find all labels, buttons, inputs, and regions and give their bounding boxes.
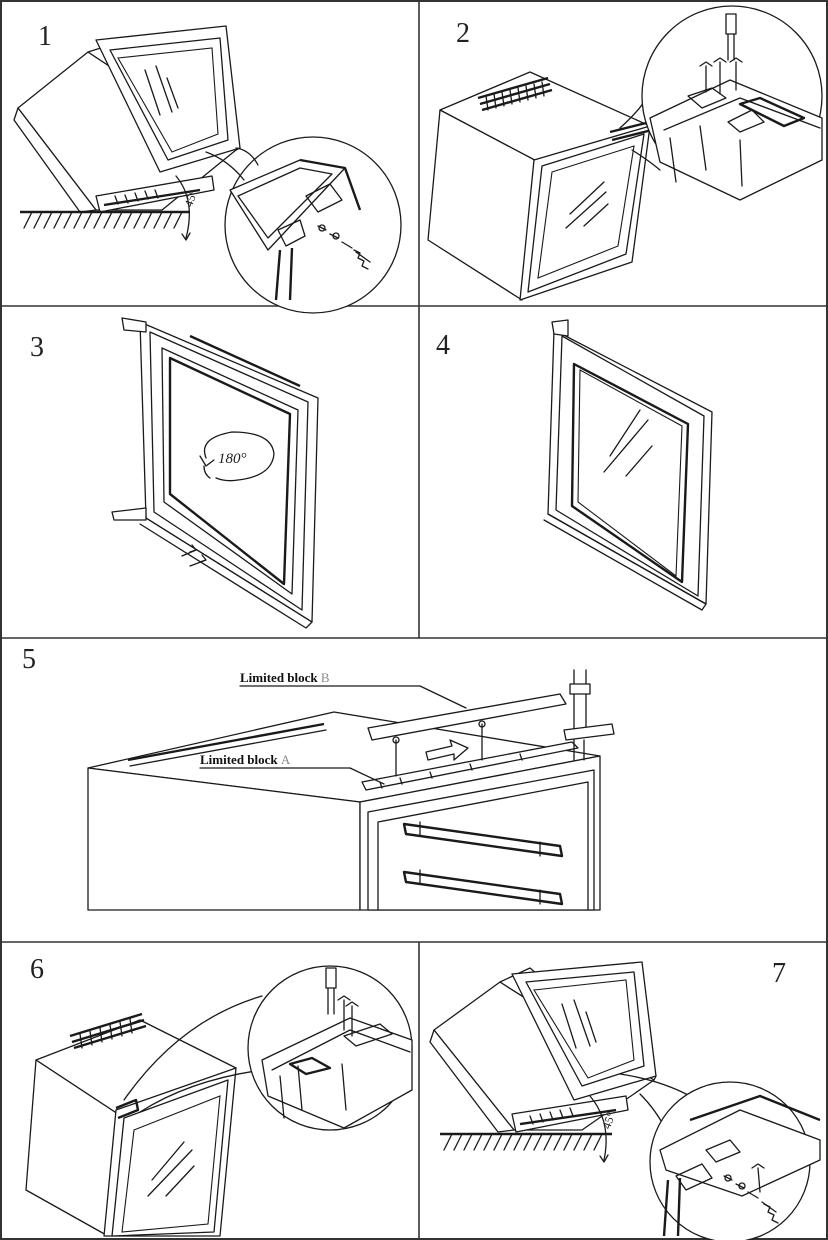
tilted-cooler-illustration <box>13 25 241 213</box>
svg-text:Limited block A: Limited block A <box>200 752 291 767</box>
upright-cooler-illustration <box>427 71 654 301</box>
step-5-panel: 5 <box>22 644 615 911</box>
top-hinge-detail-callout <box>619 5 823 201</box>
angle-indicator: 45° <box>175 175 200 241</box>
step-5-number: 5 <box>22 644 36 675</box>
step-1-panel: 1 45° <box>13 21 402 314</box>
step-6-number: 6 <box>30 954 44 985</box>
angle-label: 45° <box>181 188 200 209</box>
door-rotation-illustration <box>111 317 319 629</box>
hinge-detail-callout-7 <box>619 1073 821 1240</box>
label-a-suffix: A <box>281 752 291 767</box>
label-b-text: Limited block <box>240 670 318 685</box>
angle-label-7: 45° <box>599 1110 618 1131</box>
step-4-number: 4 <box>436 330 450 361</box>
angle-indicator-7: 45° <box>589 1095 618 1163</box>
label-b-suffix: B <box>321 670 330 685</box>
step-3-panel: 3 180° <box>30 317 319 629</box>
shelf-rails <box>402 821 564 906</box>
top-vent-strip <box>127 722 327 767</box>
hinge-detail-callout <box>205 136 402 314</box>
step-3-number: 3 <box>30 332 44 363</box>
vent-grille <box>477 76 553 112</box>
slide-arrow <box>425 739 469 761</box>
step-1-number: 1 <box>38 21 52 52</box>
step-7-number: 7 <box>772 958 786 989</box>
hinge-bolt-stack <box>563 669 615 761</box>
label-limited-block-a: Limited block A <box>199 752 385 785</box>
reversed-door-illustration <box>543 319 713 611</box>
cabinet-top-illustration <box>87 669 615 911</box>
svg-text:Limited block B: Limited block B <box>240 670 330 685</box>
rotation-arrow: 180° <box>199 431 275 482</box>
rotation-label: 180° <box>218 451 247 467</box>
step-6-panel: 6 <box>25 954 413 1237</box>
step-7-panel: 7 45° <box>429 958 821 1240</box>
limited-block-b <box>367 693 567 777</box>
step-2-number: 2 <box>456 18 470 49</box>
step-2-panel: 2 <box>427 5 823 301</box>
limited-block-a <box>361 741 579 791</box>
ground-line <box>20 210 190 229</box>
label-a-text: Limited block <box>200 752 278 767</box>
cooler-left-view-illustration <box>25 1012 237 1237</box>
label-limited-block-b: Limited block B <box>239 670 467 709</box>
step-4-panel: 4 <box>436 319 713 611</box>
hinge-detail-callout-6 <box>123 965 413 1131</box>
vent-grille-6 <box>69 1012 147 1050</box>
tilted-cooler-illustration-7 <box>429 961 657 1133</box>
ground-line-7 <box>440 1132 612 1151</box>
